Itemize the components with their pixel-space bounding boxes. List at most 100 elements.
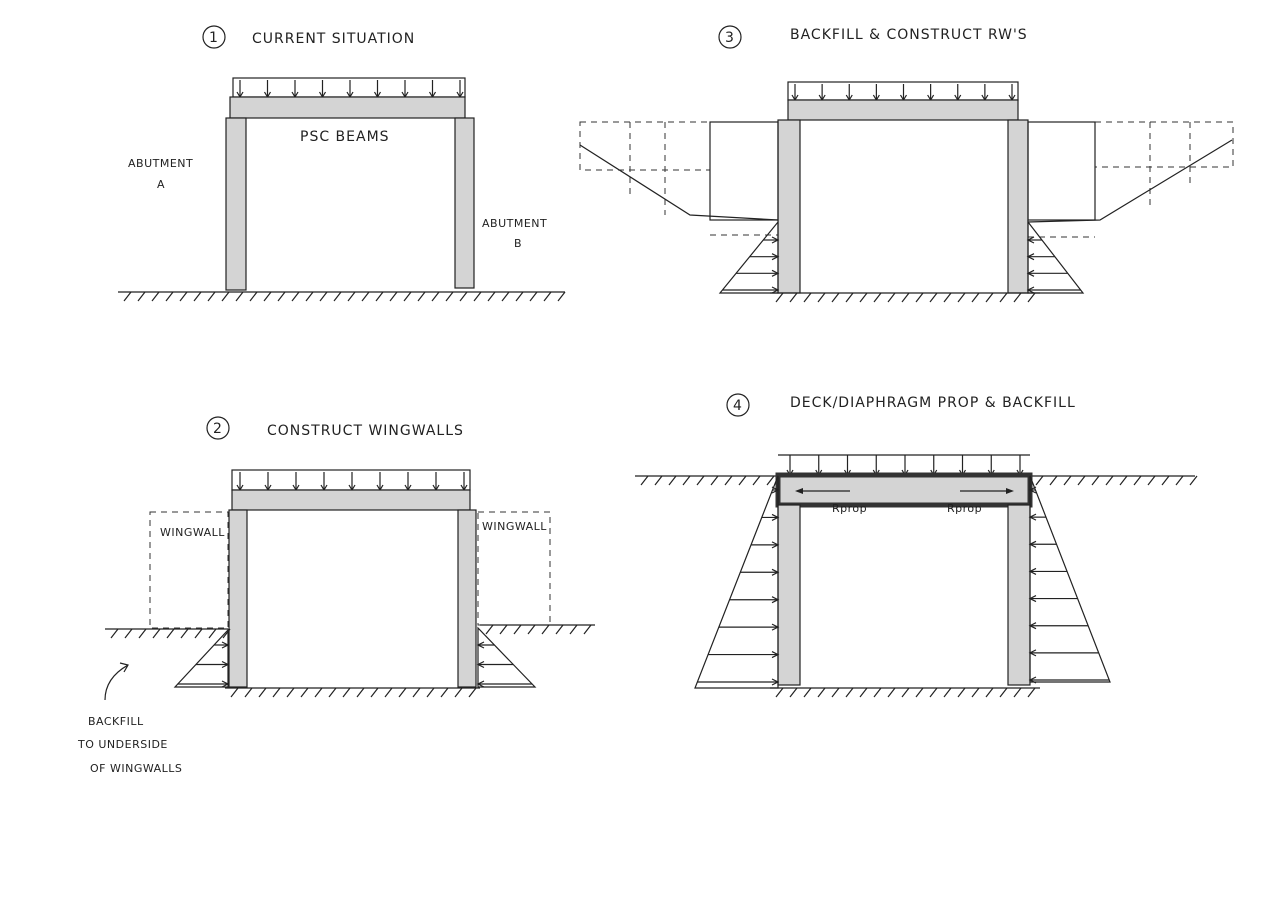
ground-hatch bbox=[263, 291, 272, 302]
wingwall-left bbox=[149, 511, 229, 629]
wingwall-left-label: WINGWALL bbox=[160, 526, 225, 539]
abutment-b bbox=[1007, 119, 1029, 294]
load-arrow bbox=[456, 80, 464, 99]
ground-hatch bbox=[971, 687, 980, 698]
ground-hatch bbox=[696, 475, 705, 486]
ground-hatch bbox=[1105, 475, 1114, 486]
ground-hatch bbox=[943, 687, 952, 698]
pointer-arrow bbox=[104, 664, 129, 701]
ground-line bbox=[118, 291, 566, 302]
pressure-arrow bbox=[1028, 486, 1037, 494]
prop-reaction-right-label: Rprop bbox=[947, 502, 982, 515]
ground-hatch bbox=[1119, 475, 1128, 486]
ground-hatch bbox=[803, 687, 812, 698]
ground-hatch bbox=[775, 292, 784, 303]
ground-hatch bbox=[527, 624, 536, 635]
panel-title: CONSTRUCT WINGWALLS bbox=[267, 423, 464, 439]
retaining-wall-left bbox=[709, 121, 779, 221]
pressure-arrow bbox=[718, 623, 780, 631]
ground-hatch bbox=[901, 292, 910, 303]
step-number-circle bbox=[726, 393, 750, 417]
ground-hatch bbox=[138, 628, 147, 639]
ground-hatch bbox=[569, 624, 578, 635]
load-arrow bbox=[845, 84, 853, 102]
load-arrow bbox=[872, 84, 880, 102]
pressure-arrow bbox=[771, 486, 780, 494]
pressure-arrow bbox=[729, 596, 780, 604]
load-arrow bbox=[428, 80, 437, 99]
ground-hatch bbox=[789, 292, 798, 303]
wingwall-outline-right bbox=[1094, 121, 1234, 168]
ground-hatch bbox=[1027, 292, 1036, 303]
retaining-wall-right bbox=[1027, 121, 1096, 221]
ground-hatch bbox=[398, 687, 407, 698]
pressure-arrow bbox=[1028, 567, 1068, 575]
wingwall-right-label: WINGWALL bbox=[482, 520, 547, 533]
pressure-arrow bbox=[1028, 622, 1089, 630]
ground-hatch bbox=[361, 291, 370, 302]
abutment-a-letter: A bbox=[157, 178, 165, 191]
pressure-arrow bbox=[749, 253, 780, 261]
ground-hatch bbox=[873, 687, 882, 698]
abutment-b-letter: B bbox=[514, 237, 522, 250]
ground-hatch bbox=[221, 291, 230, 302]
ground-hatch bbox=[179, 291, 188, 302]
panel-4-deck-prop-backfill: 4 DECK/DIAPHRAGM PROP & BACKFILL Rprop R… bbox=[635, 393, 1198, 698]
ground-hatch bbox=[513, 624, 522, 635]
abutment-a bbox=[777, 504, 801, 686]
pressure-arrow bbox=[708, 651, 780, 659]
pressure-arrows-left bbox=[722, 236, 780, 294]
pressure-arrow bbox=[697, 678, 780, 686]
ground-line bbox=[770, 292, 1040, 303]
deck bbox=[231, 489, 471, 511]
ground-line-left bbox=[635, 475, 778, 486]
ground-hatch bbox=[845, 687, 854, 698]
abutment-b-label: ABUTMENT bbox=[482, 217, 547, 230]
abutment-a bbox=[228, 509, 248, 688]
load-arrow bbox=[292, 472, 300, 492]
ground-hatch bbox=[943, 292, 952, 303]
ground-hatch bbox=[1161, 475, 1170, 486]
ground-hatch bbox=[286, 687, 295, 698]
ground-hatch bbox=[403, 291, 412, 302]
ground-hatch bbox=[165, 291, 174, 302]
load-arrow bbox=[981, 84, 989, 102]
ground-hatch bbox=[1189, 475, 1198, 486]
pressure-arrows-left bbox=[177, 641, 230, 688]
earth-pressure-left bbox=[694, 475, 779, 689]
deck bbox=[777, 474, 1031, 506]
load-arrow bbox=[958, 455, 967, 477]
ground-line bbox=[770, 687, 1040, 698]
pressure-arrow bbox=[1026, 269, 1068, 277]
ground-hatch bbox=[766, 475, 775, 486]
load-arrow bbox=[236, 472, 244, 492]
ground-hatch bbox=[901, 687, 910, 698]
ground-hatch bbox=[817, 292, 826, 303]
ground-hatch bbox=[356, 687, 365, 698]
ground-hatch bbox=[347, 291, 356, 302]
ground-hatch bbox=[417, 291, 426, 302]
load-arrows bbox=[236, 80, 464, 99]
ground-hatch bbox=[124, 628, 133, 639]
pressure-arrow bbox=[763, 236, 780, 244]
ground-hatch bbox=[445, 291, 454, 302]
load-arrow bbox=[930, 455, 938, 477]
load-arrow bbox=[376, 472, 384, 492]
earth-pressure-right bbox=[1029, 475, 1111, 683]
pressure-arrow bbox=[761, 513, 780, 521]
ground-hatch bbox=[501, 291, 510, 302]
ground-hatch bbox=[1147, 475, 1156, 486]
deck bbox=[787, 99, 1019, 121]
load-arrow bbox=[1008, 84, 1016, 102]
ground-hatch bbox=[515, 291, 524, 302]
ground-hatch bbox=[915, 292, 924, 303]
pressure-arrow bbox=[740, 568, 780, 576]
step-number-circle bbox=[202, 25, 226, 49]
ground-hatch bbox=[887, 292, 896, 303]
ground-hatch bbox=[873, 292, 882, 303]
pressure-arrow bbox=[214, 641, 230, 649]
backfill-note-line-2: TO UNDERSIDE bbox=[77, 738, 168, 751]
ground-hatch bbox=[583, 624, 592, 635]
pressure-arrow bbox=[1028, 540, 1057, 548]
